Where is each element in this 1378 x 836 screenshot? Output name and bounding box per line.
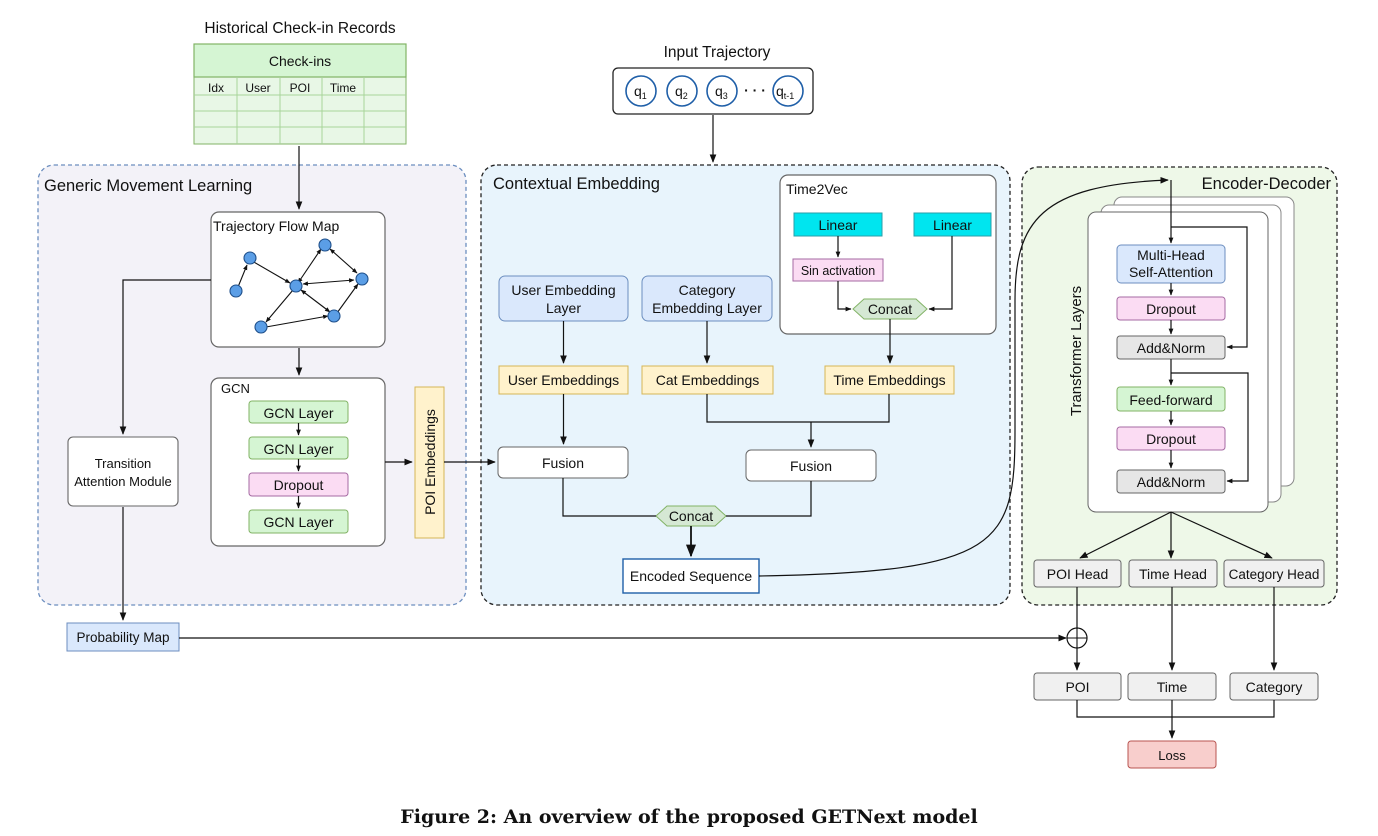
time-head-box (1128, 559, 1218, 588)
svg-text:q3: q3 (715, 83, 728, 101)
fusion-left-label: Fusion (542, 455, 584, 471)
trajectory-flow-map-title: Trajectory Flow Map (213, 218, 340, 234)
category-head-label: Category Head (1229, 567, 1320, 582)
cat-embeddings-box (641, 365, 774, 395)
category-output-label: Category (1246, 679, 1303, 695)
loss-box (1127, 740, 1217, 769)
encoder-decoder-title: Encoder-Decoder (1202, 175, 1332, 193)
poi-output-label: POI (1065, 679, 1089, 695)
transition-label-2: Attention Module (74, 474, 172, 489)
gcn-layer-3 (248, 509, 349, 534)
probability-map-label: Probability Map (76, 630, 169, 645)
token-last-letter: q (776, 83, 784, 99)
concat-time-label: Concat (868, 301, 912, 317)
transformer-layers-label: Transformer Layers (1068, 286, 1085, 416)
probability-map-box (66, 622, 180, 652)
linear-right-label: Linear (933, 217, 972, 233)
token-1-letter: q (634, 83, 642, 99)
token-2-letter: q (675, 83, 683, 99)
figure-caption: Figure 2: An overview of the proposed GE… (400, 806, 977, 828)
trajectory-token-2: q2 (666, 75, 698, 107)
gcn-layer-3-label: GCN Layer (263, 514, 333, 530)
flow-graph (237, 248, 359, 328)
user-embedding-layer-label-2: Layer (546, 300, 581, 316)
col-time: Time (330, 81, 357, 95)
contextual-embedding-title: Contextual Embedding (493, 175, 660, 193)
dropout-2-label: Dropout (1146, 431, 1196, 447)
trajectory-token-3: q3 (706, 75, 738, 107)
svg-text:qt-1: qt-1 (776, 83, 794, 101)
fusion-right-label: Fusion (790, 458, 832, 474)
time2vec-title: Time2Vec (786, 181, 848, 197)
encoded-sequence-label: Encoded Sequence (630, 568, 752, 584)
trajectory-ellipsis: · · · (744, 82, 766, 98)
mha-label-2: Self-Attention (1129, 264, 1213, 280)
user-embeddings-label: User Embeddings (508, 372, 619, 388)
connectors (119, 115, 1278, 739)
poi-embeddings-box (414, 386, 445, 539)
time-embeddings-box (824, 365, 955, 395)
feed-forward-label: Feed-forward (1129, 392, 1212, 408)
transition-attention-box (67, 436, 179, 507)
generic-movement-title: Generic Movement Learning (44, 177, 252, 195)
sin-activation-label: Sin activation (801, 264, 875, 278)
mha-label-1: Multi-Head (1137, 247, 1205, 263)
cat-embeddings-label: Cat Embeddings (656, 372, 760, 388)
token-3-letter: q (715, 83, 723, 99)
check-in-records-title: Historical Check-in Records (204, 20, 395, 37)
concat-time-hexagon (852, 298, 928, 320)
time-embeddings-label: Time Embeddings (833, 372, 945, 388)
category-embedding-layer-label-2: Embedding Layer (652, 300, 762, 316)
concat-label: Concat (669, 508, 713, 524)
check-in-table (193, 43, 407, 145)
addnorm-1-label: Add&Norm (1137, 340, 1205, 356)
trajectory-token-1: q1 (625, 75, 657, 107)
poi-head-label: POI Head (1047, 566, 1108, 582)
svg-text:q2: q2 (675, 83, 688, 101)
token-last-sub: t-1 (784, 91, 795, 101)
gcn-layer-1-label: GCN Layer (263, 405, 333, 421)
col-user: User (245, 81, 270, 95)
loss-label: Loss (1158, 748, 1186, 763)
trajectory-token-last: qt-1 (772, 75, 804, 107)
svg-text:q1: q1 (634, 83, 647, 101)
token-1-sub: 1 (642, 91, 647, 101)
col-poi: POI (290, 81, 311, 95)
addnorm-2-label: Add&Norm (1137, 474, 1205, 490)
gcn-title: GCN (221, 381, 250, 396)
token-2-sub: 2 (683, 91, 688, 101)
check-ins-table-title: Check-ins (269, 53, 331, 69)
dropout-1-label: Dropout (1146, 301, 1196, 317)
time-output-label: Time (1157, 679, 1188, 695)
category-embedding-layer-label-1: Category (679, 282, 736, 298)
addnorm-2-box (1116, 469, 1226, 494)
time-head-label: Time Head (1139, 566, 1207, 582)
user-embedding-layer-label-1: User Embedding (511, 282, 615, 298)
transition-label-1: Transition (95, 456, 152, 471)
gcn-layer-2-label: GCN Layer (263, 441, 333, 457)
gcn-dropout-label: Dropout (274, 477, 324, 493)
col-idx: Idx (208, 81, 224, 95)
flow-graph-nodes (229, 238, 369, 334)
linear-left-label: Linear (819, 217, 858, 233)
token-3-sub: 3 (723, 91, 728, 101)
poi-embeddings-label: POI Embeddings (422, 409, 438, 515)
input-trajectory-title: Input Trajectory (664, 44, 771, 61)
